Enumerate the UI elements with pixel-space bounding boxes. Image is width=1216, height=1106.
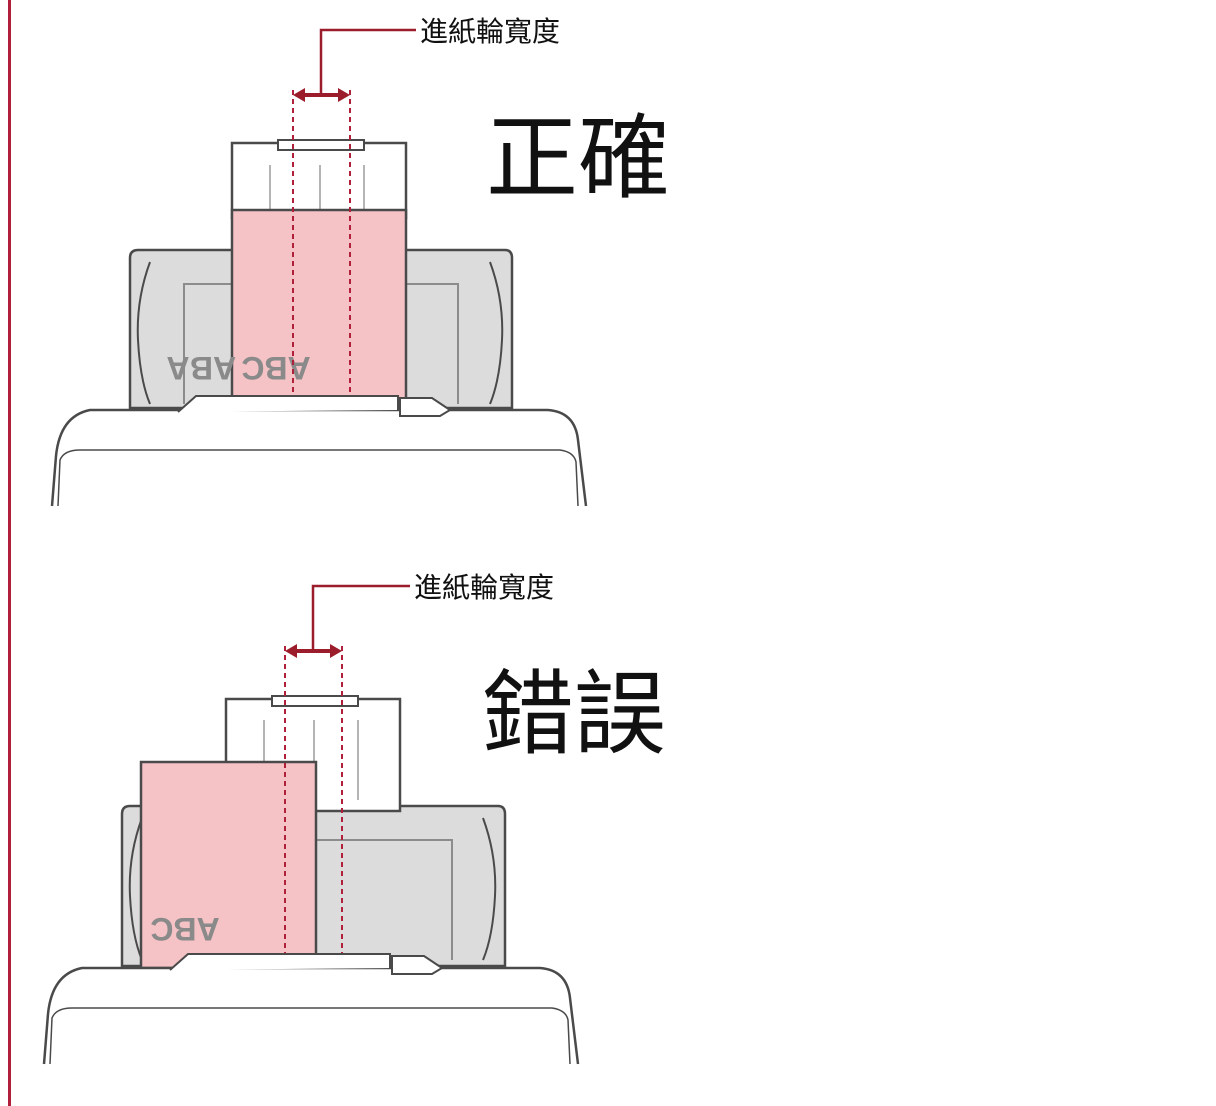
callout-label: 進紙輪寬度 [420, 15, 560, 48]
callout-leader [319, 28, 416, 95]
scanner-body [50, 395, 588, 507]
paper-text-abc: ABC [150, 911, 219, 947]
verdict-incorrect: 錯誤 [482, 661, 666, 768]
paper-sheet [230, 208, 408, 402]
svg-text:AB: AB [190, 350, 236, 386]
roller-housing [230, 139, 408, 220]
roller-width-markers [292, 90, 351, 400]
scanner-body [42, 953, 580, 1065]
svg-text:A: A [166, 350, 189, 386]
callout-label: 進紙輪寬度 [414, 571, 554, 604]
panel-incorrect: ABC 進紙輪寬度 錯誤 [42, 571, 666, 1065]
guide-scale-marks: A AB [166, 350, 236, 386]
left-border-rule [8, 0, 11, 1106]
paper-sheet [139, 760, 318, 970]
verdict-correct: 正確 [486, 105, 670, 212]
panel-correct: A AB ABC 進紙輪寬度 正確 [50, 15, 670, 507]
roller-width-markers [284, 646, 343, 958]
callout-leader [311, 584, 410, 651]
paper-text-abc: ABC [241, 350, 310, 386]
